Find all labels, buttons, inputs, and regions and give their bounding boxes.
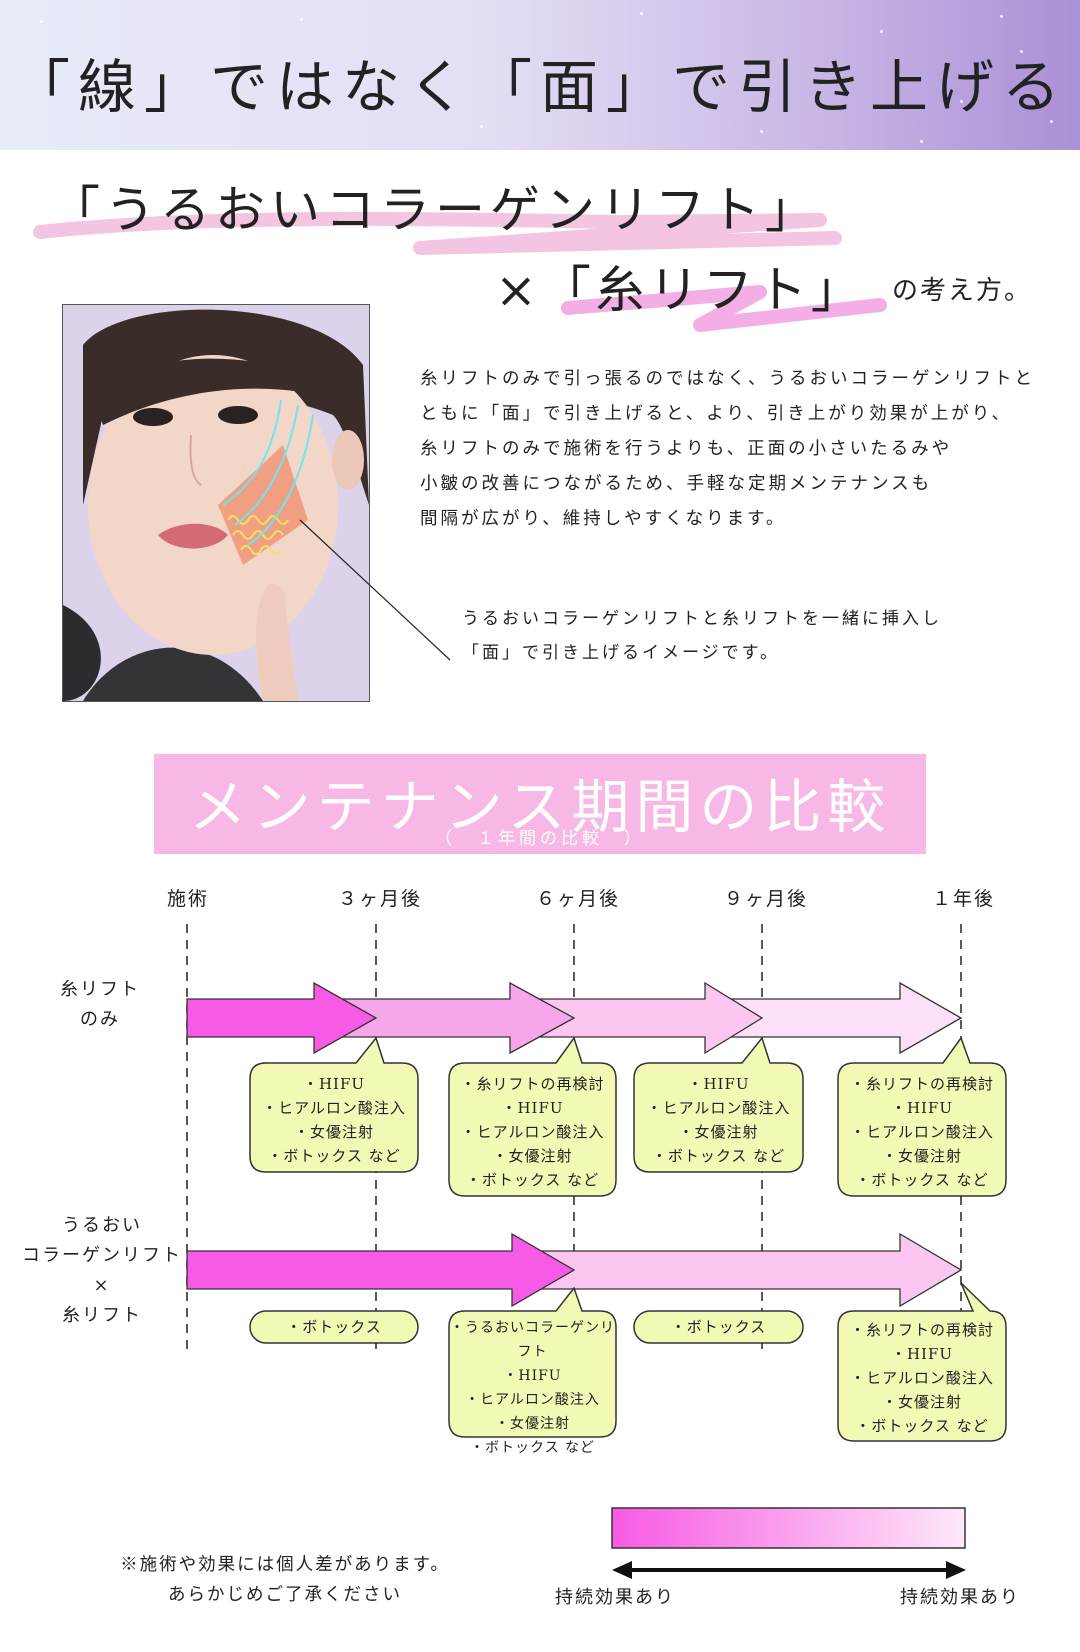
- bubble-item: ・女優注射: [678, 1123, 759, 1141]
- bubble-item: ・ボトックス など: [651, 1147, 786, 1165]
- bubble-item: ・ボトックス など: [267, 1147, 401, 1165]
- bubble-item: ・ヒアルロン酸注入: [646, 1099, 791, 1117]
- bubble-item: ・女優注射: [293, 1123, 374, 1141]
- bubble-item: ・ボトックス: [286, 1318, 382, 1336]
- description-line: 糸リフトのみで引っ張るのではなく、うるおいコラーゲンリフトと: [420, 369, 1035, 389]
- tick-label-treatment: 施術: [167, 888, 210, 910]
- banner-subtitle: （ １年間の比較 ）: [435, 829, 645, 849]
- bubble-text-row1-9m: ・HIFU ・ヒアルロン酸注入 ・女優注射 ・ボトックス など: [634, 1072, 803, 1168]
- row-label-line: のみ: [80, 1009, 120, 1030]
- bubble-text-row1-1y: ・糸リフトの再検討 ・HIFU ・ヒアルロン酸注入 ・女優注射 ・ボトックス な…: [838, 1072, 1006, 1192]
- bubble-row1-3m: [249, 1036, 419, 1173]
- bubble-item: ・ヒアルロン酸注入: [465, 1392, 600, 1408]
- bubble-item: ・女優注射: [495, 1416, 570, 1432]
- bubble-item: ・女優注射: [492, 1147, 573, 1165]
- bubble-row2-3m: [249, 1310, 419, 1344]
- bubble-text-row2-6m: ・うるおいコラーゲンリフト ・HIFU ・ヒアルロン酸注入 ・女優注射 ・ボトッ…: [449, 1316, 616, 1460]
- row-label-line: うるおい: [62, 1215, 142, 1236]
- bubble-item: ・ボトックス など: [855, 1171, 989, 1189]
- bubble-item: ・ヒアルロン酸注入: [850, 1123, 994, 1141]
- bubble-text-row2-9m: ・ボトックス: [634, 1315, 803, 1339]
- bubble-item: ・HIFU: [501, 1099, 564, 1117]
- bubble-item: ・ヒアルロン酸注入: [460, 1123, 605, 1141]
- bubble-item: ・ヒアルロン酸注入: [262, 1099, 406, 1117]
- bubble-item: ・HIFU: [503, 1368, 562, 1384]
- row-label-line: コラーゲンリフト: [22, 1245, 182, 1266]
- bubble-row2-9m: [633, 1310, 804, 1344]
- bubble-row2-6m: [448, 1286, 617, 1438]
- bubble-item: ・ヒアルロン酸注入: [850, 1369, 994, 1387]
- bubble-text-row1-3m: ・HIFU ・ヒアルロン酸注入 ・女優注射 ・ボトックス など: [250, 1072, 418, 1168]
- bubble-item: ・HIFU: [890, 1099, 954, 1117]
- description-line: 糸リフトのみで施術を行うよりも、正面の小さいたるみや: [420, 439, 953, 459]
- bubble-text-row2-1y: ・糸リフトの再検討 ・HIFU ・ヒアルロン酸注入 ・女優注射 ・ボトックス な…: [838, 1318, 1006, 1438]
- row-label-line: 糸リフト: [62, 1305, 142, 1326]
- row-label-combined: うるおい コラーゲンリフト × 糸リフト: [22, 1211, 182, 1331]
- caption-line: うるおいコラーゲンリフトと糸リフトを一緒に挿入し: [462, 609, 942, 629]
- bubble-row1-9m: [633, 1036, 804, 1173]
- photo-caption: うるおいコラーゲンリフトと糸リフトを一緒に挿入し 「面」で引き上げるイメージです…: [462, 602, 962, 670]
- face-illustration: [63, 305, 369, 701]
- bubble-item: ・うるおいコラーゲンリフト: [450, 1320, 615, 1360]
- tick-label-1y: １年後: [932, 888, 996, 910]
- headline-highlight: [33, 211, 887, 332]
- tick-label-6m: ６ヶ月後: [536, 888, 621, 910]
- row-label-thread-only: 糸リフト のみ: [40, 975, 160, 1035]
- legend-gradient-bar: [611, 1507, 966, 1549]
- bubble-item: ・女優注射: [881, 1393, 962, 1411]
- note-line: ※施術や効果には個人差があります。: [120, 1555, 450, 1575]
- headline-line1: 「うるおいコラーゲンリフト」: [50, 181, 820, 239]
- description-line: ともに「面」で引き上げると、より、引き上がり効果が上がり、: [420, 404, 1013, 424]
- comparison-banner: メンテナンス期間の比較 （ １年間の比較 ）: [154, 754, 926, 854]
- bubble-row1-1y: [837, 1036, 1007, 1197]
- bubble-item: ・HIFU: [687, 1075, 750, 1093]
- legend-double-arrow: [612, 1561, 966, 1579]
- description-line: 小皺の改善につながるため、手軽な定期メンテナンスも: [420, 474, 933, 494]
- page-title: 「線」ではなく「面」で引き上げる: [11, 53, 1068, 121]
- description-line: 間隔が広がり、維持しやすくなります。: [420, 509, 787, 529]
- description-text: 糸リフトのみで引っ張るのではなく、うるおいコラーゲンリフトと ともに「面」で引き…: [420, 362, 1040, 537]
- headline-suffix: の考え方。: [892, 276, 1033, 306]
- banner-title: メンテナンス期間の比較: [188, 773, 892, 841]
- bubble-item: ・糸リフトの再検討: [460, 1075, 605, 1093]
- caption-line: 「面」で引き上げるイメージです。: [462, 643, 780, 663]
- bubble-item: ・ボトックス など: [855, 1417, 989, 1435]
- tick-label-3m: ３ヶ月後: [338, 888, 423, 910]
- note-line: あらかじめご了承ください: [168, 1585, 402, 1605]
- header-banner: [0, 0, 1080, 150]
- bubble-item: ・糸リフトの再検討: [849, 1321, 994, 1339]
- bubble-item: ・ボトックス など: [469, 1440, 596, 1456]
- arrow-row2-seg2: [539, 1232, 963, 1308]
- bubble-item: ・ボトックス: [670, 1318, 767, 1336]
- bubble-row1-6m: [448, 1036, 617, 1197]
- legend-label-right: 持続効果あり: [900, 1587, 1020, 1608]
- arrow-row1-seg2: [339, 981, 576, 1055]
- bubble-item: ・HIFU: [302, 1075, 366, 1093]
- legend-label-left: 持続効果あり: [555, 1587, 675, 1608]
- bubble-row2-1y: [837, 1282, 1007, 1442]
- bubble-text-row1-6m: ・糸リフトの再検討 ・HIFU ・ヒアルロン酸注入 ・女優注射 ・ボトックス な…: [449, 1072, 616, 1192]
- row-label-line: ×: [93, 1275, 111, 1296]
- disclaimer-note: ※施術や効果には個人差があります。 あらかじめご了承ください: [95, 1550, 475, 1610]
- arrow-row1-seg4: [730, 981, 963, 1055]
- arrow-row2-seg1: [186, 1232, 576, 1308]
- face-photo: [62, 304, 370, 702]
- arrow-row1-seg1: [186, 981, 378, 1055]
- bubble-text-row2-3m: ・ボトックス: [250, 1315, 418, 1339]
- headline-line2: ×「糸リフト」: [495, 261, 865, 319]
- bubble-item: ・HIFU: [890, 1345, 954, 1363]
- arrow-row1-seg3: [539, 981, 764, 1055]
- row-label-line: 糸リフト: [60, 979, 140, 1000]
- bubble-item: ・ボトックス など: [465, 1171, 600, 1189]
- bubble-item: ・女優注射: [881, 1147, 962, 1165]
- tick-label-9m: ９ヶ月後: [724, 888, 809, 910]
- bubble-item: ・糸リフトの再検討: [849, 1075, 994, 1093]
